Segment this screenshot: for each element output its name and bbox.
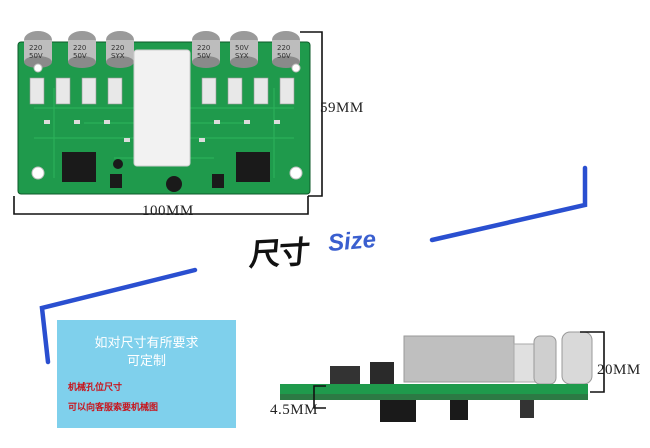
custom-size-info-box: 如对尺寸有所要求 可定制 机械孔位尺寸 可以向客服索要机械图 bbox=[57, 320, 236, 428]
height-dimension-label: 59MM bbox=[320, 100, 364, 116]
info-heading-line1: 如对尺寸有所要求 bbox=[94, 335, 199, 350]
capacitor-label: 220 bbox=[111, 44, 124, 52]
capacitor-label: 220 bbox=[197, 44, 210, 52]
info-note-line1: 机械孔位尺寸 bbox=[68, 382, 123, 392]
title-english: Size bbox=[326, 225, 378, 258]
capacitor-label: 50V bbox=[73, 52, 87, 60]
capacitor-label: 50V bbox=[235, 44, 249, 52]
info-note-line2: 可以向客服索要机械图 bbox=[68, 402, 159, 412]
capacitor-label: SYX bbox=[111, 52, 125, 60]
width-dimension-label: 100MM bbox=[142, 203, 194, 219]
pcb-thickness-label: 4.5MM bbox=[270, 402, 318, 418]
info-heading-line2: 可定制 bbox=[126, 353, 166, 368]
capacitor-label: 220 bbox=[73, 44, 86, 52]
accent-stroke bbox=[39, 267, 198, 365]
capacitor-label: 50V bbox=[277, 52, 291, 60]
capacitor-label: 50V bbox=[29, 52, 43, 60]
capacitor-label: 50V bbox=[197, 52, 211, 60]
thickness-dimension-label: 20MM bbox=[597, 362, 641, 378]
pcb-side-view-photo bbox=[280, 331, 600, 448]
capacitor-label: 220 bbox=[277, 44, 290, 52]
capacitor-label: 220 bbox=[29, 44, 42, 52]
title-chinese: 尺寸 bbox=[248, 234, 310, 273]
capacitor-label: SYX bbox=[235, 52, 249, 60]
pcb-top-view-photo: 220 50V 220 50V 220 SYX 220 50V 50V SYX … bbox=[17, 31, 311, 195]
accent-stroke bbox=[429, 165, 588, 243]
